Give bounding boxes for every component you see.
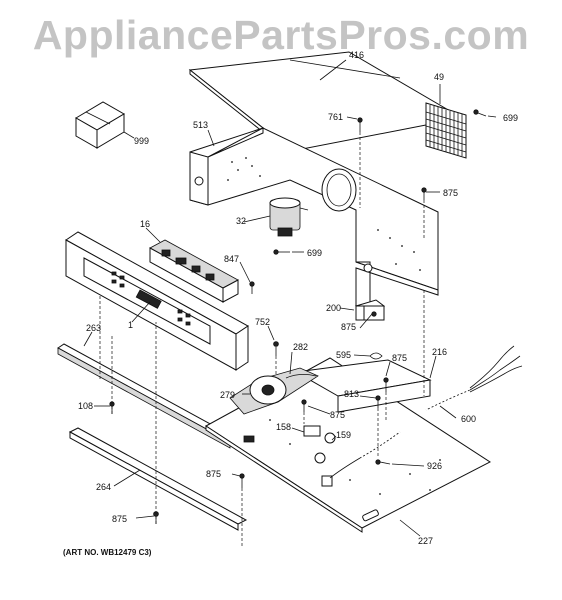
callout-label: 595: [336, 350, 351, 360]
blower-duct: [229, 367, 319, 415]
callout-label: 600: [461, 414, 476, 424]
callout-label: 159: [336, 430, 351, 440]
callout-label: 875: [341, 322, 356, 332]
callout-label: 227: [418, 536, 433, 546]
callout-label: 875: [392, 353, 407, 363]
callout-label: 999: [134, 136, 149, 146]
callout-label: 49: [434, 72, 444, 82]
callout-label: 752: [255, 317, 270, 327]
callout-label: 158: [276, 422, 291, 432]
rear-housing: [189, 127, 439, 317]
callout-label: 16: [140, 219, 150, 229]
watermark: AppliancePartsPros.com: [32, 12, 530, 58]
callout-label: 263: [86, 323, 101, 333]
callout-label: 875: [112, 514, 127, 524]
thermostat: [303, 425, 336, 487]
leader-lines: [83, 59, 497, 537]
clip: [369, 352, 383, 360]
callout-label: 761: [328, 112, 343, 122]
callout-label: 264: [96, 482, 111, 492]
callout-label: 1: [128, 320, 133, 330]
alignment-lines: [99, 132, 425, 546]
callout-label: 926: [427, 461, 442, 471]
motor-assembly: [269, 197, 309, 237]
vent-grille: [425, 102, 467, 159]
control-board: [149, 239, 239, 303]
lower-trim: [68, 427, 248, 531]
callout-label: 279: [220, 390, 235, 400]
callout-label: 813: [344, 389, 359, 399]
parts-kit-box: [75, 101, 125, 149]
callout-label: 699: [503, 113, 518, 123]
callout-label: 875: [330, 410, 345, 420]
support-bracket: [294, 359, 432, 413]
callout-label: 699: [307, 248, 322, 258]
callout-label: 416: [349, 50, 364, 60]
callout-label: 875: [206, 469, 221, 479]
callout-label: 32: [236, 216, 246, 226]
callout-label: 875: [443, 188, 458, 198]
conduit-cable: [329, 345, 523, 479]
callout-label: 847: [224, 254, 239, 264]
callout-label: 216: [432, 347, 447, 357]
trim-strip: [57, 343, 237, 449]
callout-label: 108: [78, 401, 93, 411]
callout-label: 200: [326, 303, 341, 313]
callout-label: 282: [293, 342, 308, 352]
callout-label: 513: [193, 120, 208, 130]
callout-labels: 416 49 699 761 999 513 875 16 32 847 699…: [78, 50, 518, 546]
art-number: (ART NO. WB12479 C3): [63, 548, 152, 557]
control-panel: [65, 231, 249, 371]
